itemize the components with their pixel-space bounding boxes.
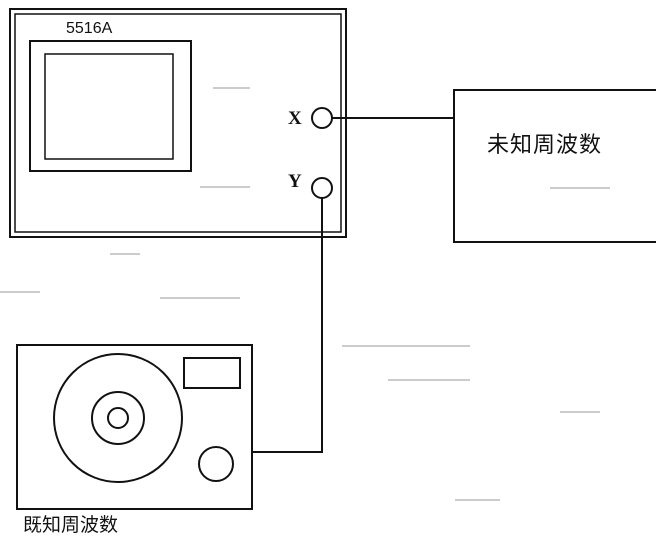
scan-noise xyxy=(0,87,610,501)
generator-dial-center xyxy=(107,407,129,429)
x-input-label: X xyxy=(288,108,302,129)
known-frequency-label: 既知周波数 xyxy=(23,514,119,536)
y-input-jack xyxy=(311,177,333,199)
unknown-frequency-label: 未知周波数 xyxy=(487,133,603,158)
generator-output-knob xyxy=(198,446,234,482)
generator-case xyxy=(16,344,253,510)
generator-display-window xyxy=(183,357,241,389)
oscilloscope-outer-frame xyxy=(9,8,347,238)
oscilloscope-inner-frame xyxy=(14,13,342,233)
generator-dial-outer xyxy=(53,353,183,483)
oscilloscope-screen xyxy=(44,53,174,160)
wire-y-to-known-generator xyxy=(252,198,323,453)
unknown-frequency-source-box xyxy=(453,89,656,243)
generator-dial-middle xyxy=(91,391,145,445)
y-input-label: Y xyxy=(288,171,302,192)
oscilloscope-screen-bezel xyxy=(29,40,192,172)
known-frequency-generator xyxy=(16,344,253,510)
oscilloscope xyxy=(9,8,347,238)
x-input-jack xyxy=(311,107,333,129)
oscilloscope-model-label: 5516A xyxy=(66,20,113,37)
